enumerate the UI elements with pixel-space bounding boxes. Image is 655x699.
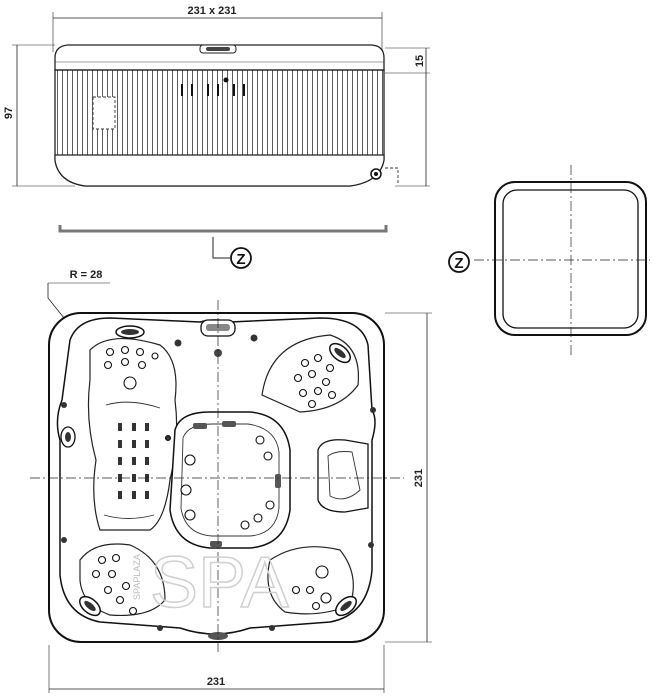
jet-icon [91, 345, 337, 616]
right-side-label: 231 [413, 469, 425, 487]
square-view: Z [448, 165, 650, 358]
z-label-side: Z [236, 251, 245, 268]
lid-height-label: 15 [414, 55, 426, 67]
z-bracket [58, 225, 388, 233]
watermark-small: SPAPLAZA [132, 554, 142, 600]
side-view: 231 x 231 97 15 [3, 5, 430, 269]
watermark: SPA [150, 543, 289, 623]
z-marker-side [230, 247, 252, 269]
z-label-square: Z [454, 255, 463, 272]
footwell [169, 411, 291, 549]
lid [54, 44, 385, 71]
top-width-label: 231 x 231 [188, 5, 237, 17]
pillow-icon [317, 439, 369, 513]
lounger-seat [87, 337, 178, 531]
bottom-width-label: 231 [207, 676, 225, 688]
radius-label: R = 28 [70, 269, 103, 281]
height-label: 97 [3, 107, 15, 119]
top-view: R = 28 231 231 [30, 269, 432, 693]
z-marker-square [448, 251, 470, 273]
